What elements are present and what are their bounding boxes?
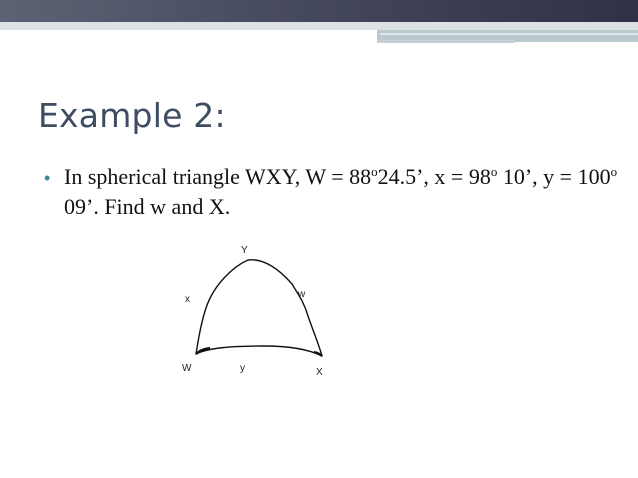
triangle-outline	[195, 259, 323, 357]
label-vertex-w: W	[182, 363, 192, 374]
degree-sup-1: o	[371, 164, 378, 179]
header-divider	[0, 30, 638, 33]
slide-title: Example 2:	[38, 96, 226, 135]
header-accent-highlight	[380, 33, 638, 35]
header-gradient	[0, 0, 638, 22]
degree-sup-2: o	[490, 164, 498, 179]
label-side-y: y	[240, 363, 245, 374]
degree-sup-3: o	[610, 164, 618, 179]
header-accent-underline	[377, 40, 515, 43]
triangle-drawing: Y x w W y X	[182, 245, 323, 378]
header-light-band	[0, 22, 638, 30]
text-part-4: 09’. Find w and X.	[64, 194, 231, 219]
triangle-outline-thick-edge	[195, 346, 211, 355]
bullet-text: In spherical triangle WXY, W = 88o24.5’,…	[64, 162, 624, 222]
triangle-outline-thick-edge-right	[313, 350, 323, 357]
label-vertex-x: X	[316, 367, 323, 378]
text-part-2: 24.5’, x = 98	[377, 164, 491, 189]
label-side-w: w	[297, 289, 306, 300]
text-part-3: 10’, y = 100	[497, 164, 611, 189]
bullet-marker: •	[44, 168, 51, 188]
spherical-triangle-figure: Y x w W y X	[160, 236, 360, 386]
label-side-x: x	[185, 294, 190, 305]
header-dark-band	[0, 0, 638, 22]
label-vertex-y: Y	[241, 245, 248, 256]
text-part-1: In spherical triangle WXY, W = 88	[64, 164, 372, 189]
